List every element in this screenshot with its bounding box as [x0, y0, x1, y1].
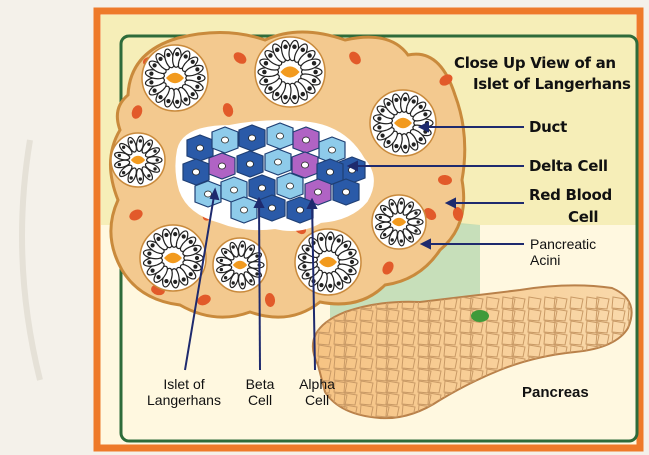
label-red-blood-1: Red Blood [529, 186, 612, 204]
beta-cell [265, 149, 291, 175]
label-pancreas: Pancreas [522, 384, 589, 401]
beta-cell [231, 197, 257, 223]
label-alpha-2: Cell [290, 392, 344, 408]
label-delta-cell: Delta Cell [529, 157, 608, 175]
acinus [111, 133, 165, 187]
beta-cell [277, 173, 303, 199]
title-line-1: Close Up View of an [454, 54, 616, 72]
delta-cell [293, 127, 319, 153]
acinus [372, 195, 426, 249]
delta-cell [209, 153, 235, 179]
beta-cell [212, 127, 238, 153]
label-pancreatic-2: Acini [530, 252, 560, 268]
label-alpha-1: Alpha [290, 376, 344, 392]
alpha-cell [239, 125, 265, 151]
alpha-cell [287, 197, 313, 223]
acinus [295, 229, 361, 295]
acinus [142, 45, 208, 111]
alpha-cell [237, 151, 263, 177]
label-pancreatic-1: Pancreatic [530, 236, 596, 252]
alpha-cell [187, 135, 213, 161]
islet-spot [471, 310, 489, 322]
beta-cell [319, 137, 345, 163]
alpha-cell [333, 179, 359, 205]
label-beta-2: Cell [236, 392, 284, 408]
label-beta-1: Beta [236, 376, 284, 392]
label-islet-2: Langerhans [128, 392, 240, 408]
beta-cell [267, 123, 293, 149]
alpha-cell [183, 159, 209, 185]
label-red-blood-2: Cell [568, 208, 598, 226]
label-duct: Duct [529, 118, 567, 136]
acinus [255, 37, 325, 107]
delta-cell [292, 152, 318, 178]
title-line-2: Islet of Langerhans [473, 75, 631, 93]
label-islet-1: Islet of [138, 376, 230, 392]
islet-of-langerhans [178, 123, 370, 228]
acinus [140, 225, 206, 291]
